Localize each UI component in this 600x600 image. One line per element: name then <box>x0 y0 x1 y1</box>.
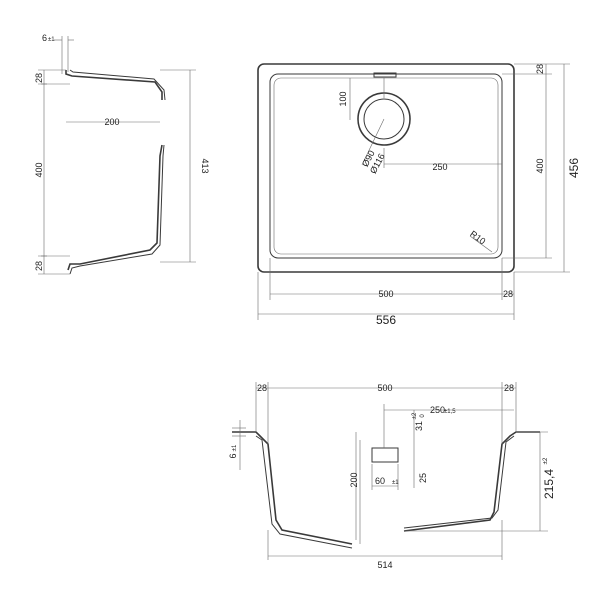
front-drain-offset-tol: ±1,5 <box>444 409 456 415</box>
side-view: 6 ±1 28 400 28 200 413 <box>34 33 210 275</box>
front-right-flange-dim: 28 <box>504 383 514 393</box>
side-lip-dim: 6 <box>42 33 47 43</box>
front-drain-offset-dim: 250 <box>430 405 445 415</box>
top-inner-width-dim: 500 <box>378 289 393 299</box>
front-overflow-height-dim: 200 <box>349 472 359 487</box>
overflow-slot <box>373 72 397 78</box>
front-overflow-top-tol: ±2 <box>412 412 418 419</box>
drain-inner-circle <box>363 98 405 140</box>
front-overflow-top-dim: 31 <box>414 421 424 431</box>
front-view: 28 500 28 250 ±1,5 31 ±2 0 6 ±1 200 60 ±… <box>228 382 556 570</box>
side-lip-tol: ±1 <box>48 37 55 43</box>
side-profile-inner <box>69 69 166 275</box>
front-overflow-top-tol2: 0 <box>420 414 426 418</box>
top-outer-width-dim: 556 <box>376 313 396 327</box>
front-bottom-width-dim: 514 <box>377 560 392 570</box>
top-bottom-flange-dim: 28 <box>503 289 513 299</box>
front-overflow-width-dim: 60 <box>375 476 385 486</box>
front-overflow-width-tol: ±1 <box>392 480 399 486</box>
top-drain-offset-dim: 100 <box>338 91 348 106</box>
top-drain-horizontal-dim: 250 <box>432 162 447 172</box>
front-left-flange-dim: 28 <box>257 383 267 393</box>
side-bottom-flange-dim: 28 <box>34 261 44 271</box>
front-profile-outer <box>232 431 540 545</box>
front-top-width-dim: 500 <box>377 383 392 393</box>
top-inner-bowl <box>269 73 503 259</box>
front-lip-tol: ±1 <box>232 444 238 451</box>
front-total-depth-dim: 215,4 <box>542 469 556 499</box>
front-lip-dim: 6 <box>228 453 238 458</box>
side-depth-dim: 200 <box>104 117 119 127</box>
top-outer-height-dim: 456 <box>567 158 581 178</box>
top-view: 100 Ø90 Ø116 250 R10 28 400 456 500 28 5… <box>257 63 581 327</box>
top-outer-rim <box>257 63 515 273</box>
top-right-flange-dim: 28 <box>535 64 545 74</box>
top-corner-radius-dim: R10 <box>468 229 487 247</box>
front-total-depth-tol: ±2 <box>543 457 549 464</box>
front-overflow-slot <box>371 447 399 463</box>
top-inner-height-dim: 400 <box>535 158 545 173</box>
front-overflow-h-dim: 25 <box>418 473 428 483</box>
side-inner-height-dim: 400 <box>34 162 44 177</box>
side-profile-outer <box>65 70 163 271</box>
side-top-flange-dim: 28 <box>34 73 44 83</box>
front-profile-inner <box>255 435 515 549</box>
side-total-height-dim: 413 <box>200 158 210 173</box>
top-bowl-edge <box>273 77 499 255</box>
